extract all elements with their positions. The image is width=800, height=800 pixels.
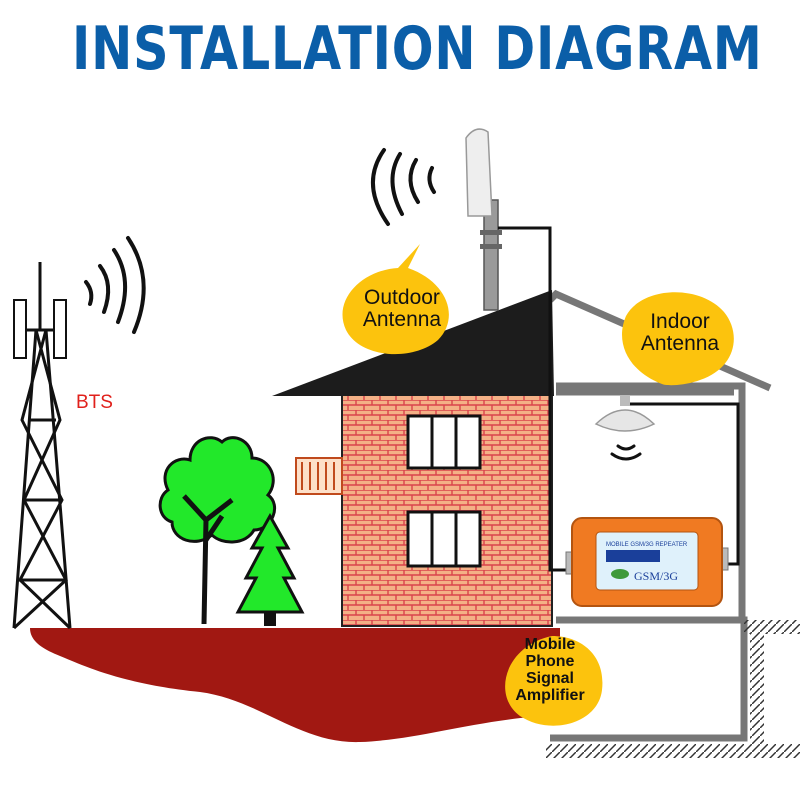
ground-hatch-right <box>744 620 800 634</box>
amplifier-bubble <box>505 620 603 726</box>
ground <box>30 628 560 743</box>
signal-repeater <box>565 517 729 607</box>
balcony <box>295 457 343 495</box>
indoor-antenna-label: Indoor Antenna <box>640 310 720 356</box>
outdoor-antenna-label: Outdoor Antenna <box>362 286 442 332</box>
ground-hatch-basement <box>546 744 800 758</box>
indoor-antenna <box>594 396 656 432</box>
amplifier-label: Mobile Phone Signal Amplifier <box>515 636 585 705</box>
bts-label: BTS <box>76 392 113 413</box>
bts-tower <box>12 262 72 630</box>
indoor-antenna-waves <box>610 444 642 461</box>
antenna-cable <box>498 226 740 572</box>
lower-window <box>406 510 482 568</box>
diagram-title: INSTALLATION DIAGRAM <box>72 14 763 84</box>
outdoor-antenna-bubble <box>342 244 449 355</box>
upper-window <box>406 414 482 470</box>
repeater-band-label: GSM/3G <box>634 569 678 583</box>
repeater-brand-label: MOBILE GSM/3G REPEATER <box>606 542 688 548</box>
tree-left <box>158 436 276 625</box>
outdoor-antenna-waves <box>371 148 436 226</box>
tree-right <box>235 512 305 626</box>
indoor-antenna-bubble <box>622 292 734 396</box>
wall-hatch <box>750 634 764 744</box>
outdoor-antenna <box>465 128 502 311</box>
bts-signal-waves <box>84 236 146 334</box>
